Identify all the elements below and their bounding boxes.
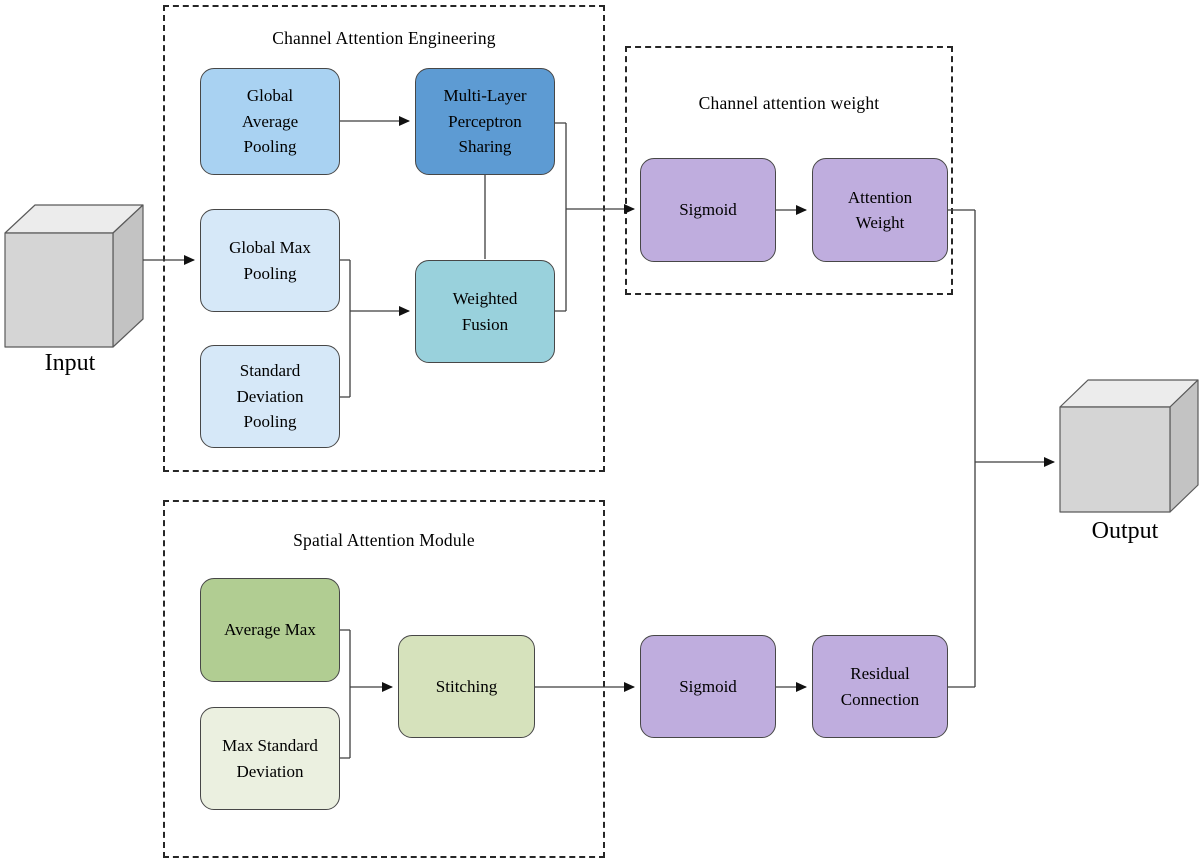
node-max-standard-deviation: Max Standard Deviation (200, 707, 340, 810)
node-global-max-pooling: Global Max Pooling (200, 209, 340, 312)
node-average-max: Average Max (200, 578, 340, 682)
node-sigmoid-spatial: Sigmoid (640, 635, 776, 738)
node-attention-weight: Attention Weight (812, 158, 948, 262)
node-global-average-pooling: Global Average Pooling (200, 68, 340, 175)
group-channel-attention-weight-title: Channel attention weight (698, 93, 880, 113)
group-channel-attention-engineering (163, 5, 605, 472)
output-cube (1059, 379, 1199, 513)
node-standard-deviation-pooling: Standard Deviation Pooling (200, 345, 340, 448)
group-spatial-attention-module (163, 500, 605, 858)
input-cube (4, 204, 144, 348)
node-residual-connection: Residual Connection (812, 635, 948, 738)
group-spatial-attention-module-title: Spatial Attention Module (293, 530, 475, 550)
output-label: Output (1091, 518, 1159, 544)
node-stitching: Stitching (398, 635, 535, 738)
group-channel-attention-weight (625, 46, 953, 295)
input-label: Input (44, 350, 96, 376)
group-channel-attention-engineering-title: Channel Attention Engineering (272, 28, 496, 48)
node-sigmoid-channel: Sigmoid (640, 158, 776, 262)
node-weighted-fusion: Weighted Fusion (415, 260, 555, 363)
node-multi-layer-perceptron-sharing: Multi-Layer Perceptron Sharing (415, 68, 555, 175)
